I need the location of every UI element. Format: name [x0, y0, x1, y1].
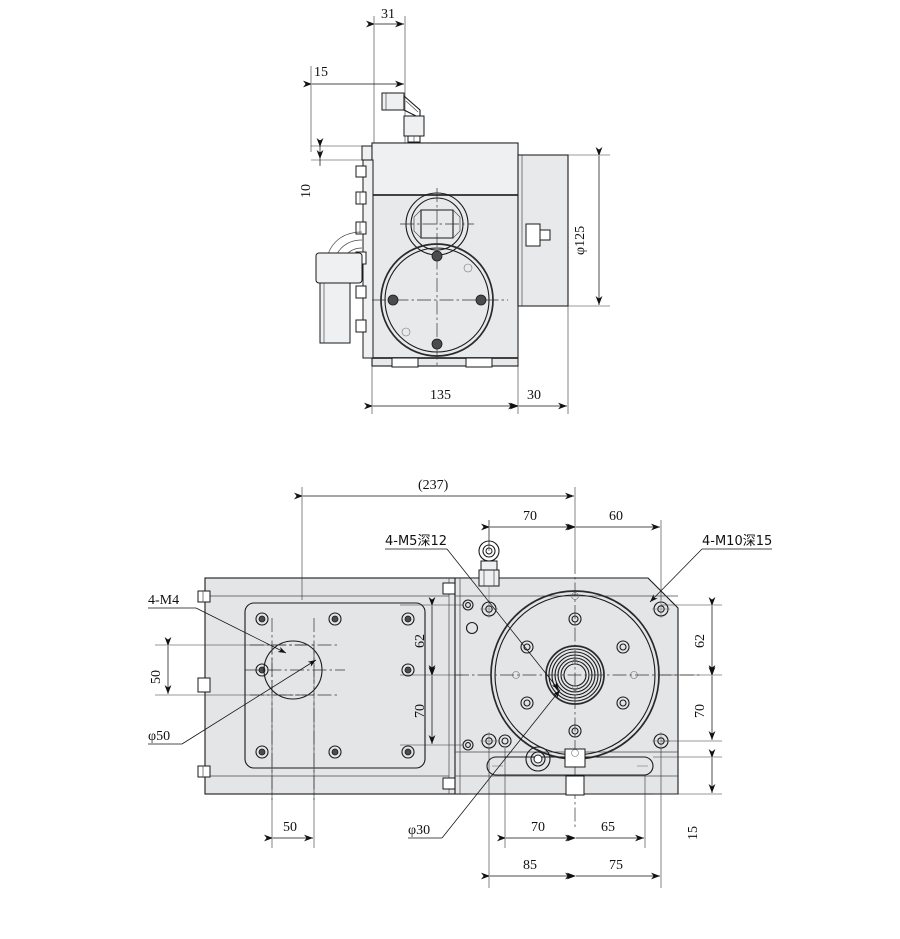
leader-dia30-label: φ30 [408, 823, 430, 838]
dimension-50-vertical-label: 50 [149, 670, 164, 684]
dimension-70-bottom-label: 70 [531, 820, 545, 835]
bolt-pattern-boundary [244, 602, 426, 769]
leader-4-m5: 4-M5深12 [385, 534, 560, 691]
bottom-slot-strap [486, 746, 654, 796]
dimension-50-bottom: 50 [264, 820, 313, 842]
dimension-10: 10 [299, 138, 324, 198]
dimension-15-label: 15 [314, 65, 328, 80]
left-plate-extension-lines [271, 700, 315, 848]
cable-conduit-assembly [315, 231, 363, 344]
leader-4-m5-label: 4-M5深12 [385, 534, 447, 549]
faceplate-circle [372, 188, 508, 368]
dimension-10-label: 10 [299, 184, 314, 198]
dimension-31-label: 31 [381, 7, 395, 22]
dimension-70-top-label: 70 [523, 509, 537, 524]
front-elevation-view: 31 15 10 [299, 7, 610, 414]
leader-4-m4-label: 4-M4 [148, 593, 179, 608]
connector-stem [319, 282, 351, 344]
dimension-dia125: φ125 [518, 147, 610, 307]
dimension-237-label: (237) [418, 478, 449, 493]
right-housing [517, 154, 569, 307]
dimension-dia125-label: φ125 [573, 226, 588, 255]
pneumatic-elbow-fitting [381, 92, 425, 143]
connector-body [315, 252, 363, 284]
leader-dia50-label: φ50 [148, 729, 170, 744]
left-plate-outline [204, 577, 468, 795]
m5-holes [462, 599, 512, 751]
leader-dia30: φ30 [408, 689, 561, 839]
left-plate-side-tabs [197, 582, 456, 790]
dimension-50-bottom-label: 50 [283, 820, 297, 835]
dimension-62-left-label: 62 [413, 634, 428, 648]
plan-top-dimensions: (237) 70 60 [294, 478, 662, 600]
rotary-table-body [454, 520, 700, 830]
dimension-135-label: 135 [430, 388, 451, 403]
dimension-50-vertical: 50 [149, 637, 272, 696]
dimension-75-bottom-label: 75 [609, 858, 623, 873]
body-upper-panel [371, 142, 519, 196]
dimension-70-left-label: 70 [413, 704, 428, 718]
base-feet [391, 357, 493, 368]
dimension-60-top-label: 60 [609, 509, 623, 524]
right-housing-port [525, 223, 541, 247]
leader-4-m4: 4-M4 [148, 593, 287, 654]
dimension-70-right-label: 70 [693, 704, 708, 718]
dimension-15-right-label: 15 [686, 826, 701, 840]
dimension-65-bottom-label: 65 [601, 820, 615, 835]
plan-right-vertical-dimensions: 62 70 15 [653, 597, 722, 840]
leader-4-m10-label: 4-M10深15 [702, 534, 772, 549]
leader-4-m10: 4-M10深15 [649, 534, 772, 603]
dimension-30-label: 30 [527, 388, 541, 403]
left-mounting-plate [197, 577, 468, 800]
leader-dia50: φ50 [148, 659, 317, 745]
plan-inner-vertical-dimensions: 62 70 [400, 597, 462, 746]
dimension-62-right-label: 62 [693, 634, 708, 648]
dimension-31: 31 [366, 7, 404, 28]
plan-view: (237) 70 60 4-M5深12 4-M10深15 4-M4 [148, 478, 772, 888]
plan-bottom-dimensions: 70 65 85 75 [481, 748, 662, 888]
dimension-135-30: 135 30 [364, 306, 569, 414]
dimension-15: 15 [303, 65, 404, 88]
dimension-85-bottom-label: 85 [523, 858, 537, 873]
